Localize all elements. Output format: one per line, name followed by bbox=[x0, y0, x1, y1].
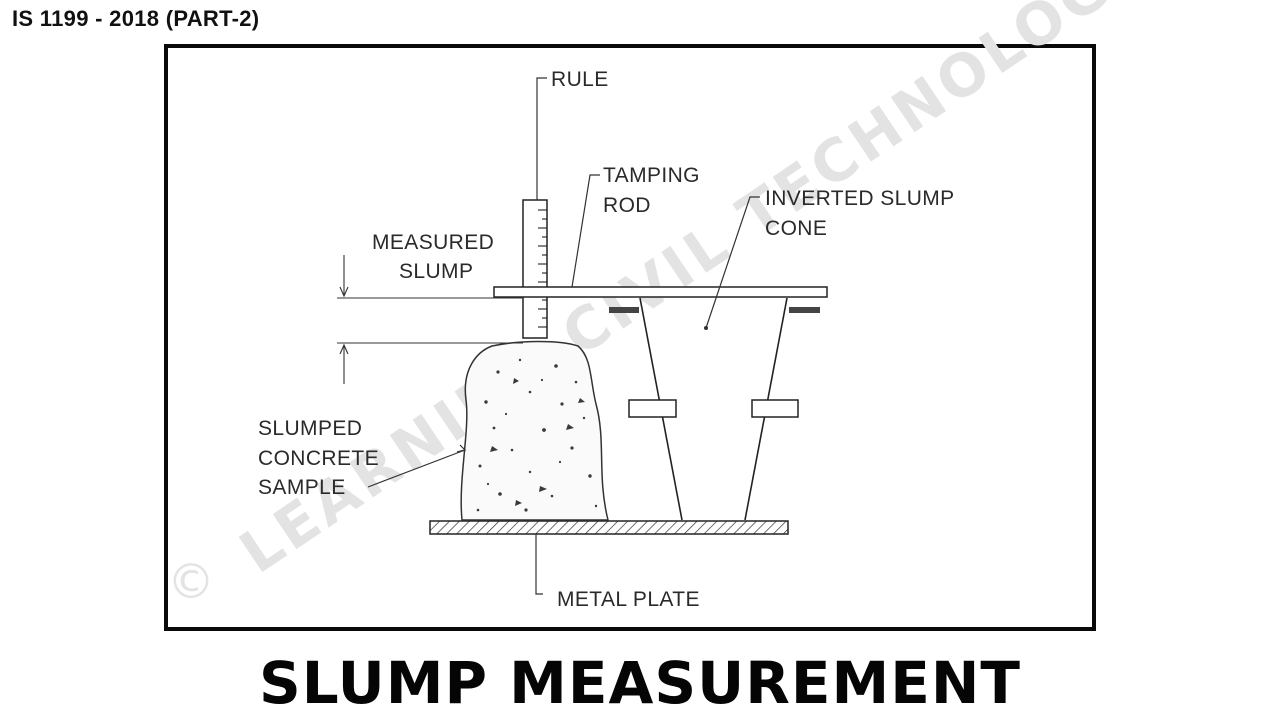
metal-plate bbox=[429, 520, 789, 535]
label-metal-plate: METAL PLATE bbox=[557, 588, 700, 611]
label-inverted-cone-line1: INVERTED SLUMP bbox=[765, 187, 955, 210]
leader-lines bbox=[367, 77, 760, 595]
tamping-rod bbox=[493, 286, 828, 298]
inverted-slump-cone bbox=[609, 297, 820, 521]
label-rule: RULE bbox=[551, 68, 609, 91]
label-tamping-rod-line2: ROD bbox=[603, 194, 651, 217]
cone-handle-left bbox=[628, 399, 677, 418]
slumped-concrete-sample bbox=[460, 340, 609, 521]
measured-slump-dimension bbox=[337, 255, 523, 384]
copyright-symbol: © bbox=[167, 554, 215, 610]
label-slumped-sample-line1: SLUMPED bbox=[258, 417, 362, 440]
label-slumped-sample-line3: SAMPLE bbox=[258, 476, 346, 499]
cone-handle-right bbox=[751, 399, 799, 418]
label-inverted-cone-line2: CONE bbox=[765, 217, 827, 240]
watermark: LEARNING CIVIL TECHNOLOGY © bbox=[167, 0, 1162, 610]
aggregate-speckles bbox=[476, 358, 598, 512]
label-tamping-rod-line1: TAMPING bbox=[603, 164, 700, 187]
label-slumped-sample-line2: CONCRETE bbox=[258, 447, 379, 470]
label-measured-slump-line2: SLUMP bbox=[399, 260, 473, 283]
diagram-labels: RULE TAMPING ROD INVERTED SLUMP CONE MEA… bbox=[258, 68, 955, 611]
standard-reference: IS 1199 - 2018 (PART-2) bbox=[12, 6, 260, 31]
label-measured-slump-line1: MEASURED bbox=[372, 231, 494, 254]
figure-caption: SLUMP MEASUREMENT bbox=[259, 649, 1021, 717]
rule bbox=[522, 199, 548, 339]
